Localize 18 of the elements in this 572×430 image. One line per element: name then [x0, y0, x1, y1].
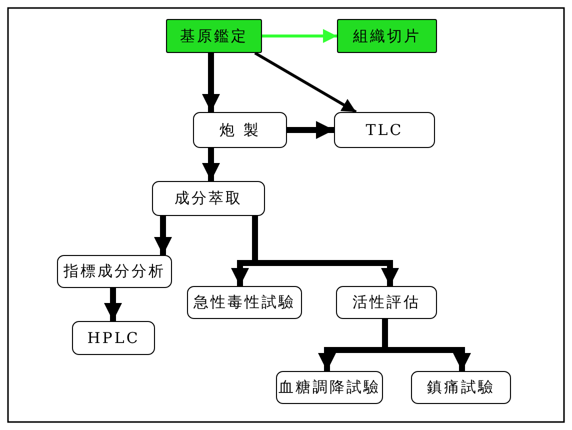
- process-box: HPLC: [72, 321, 155, 355]
- process-box: 成分萃取: [152, 181, 265, 216]
- arrow: [104, 288, 122, 321]
- process-box: 指標成分分析: [57, 255, 172, 288]
- process-box: 鎮痛試驗: [411, 371, 511, 404]
- arrow: [287, 121, 334, 139]
- process-box: 血糖調降試驗: [276, 371, 383, 404]
- process-box: TLC: [334, 112, 435, 148]
- process-box: 急性毒性試驗: [187, 286, 302, 319]
- process-box: 炮 製: [193, 112, 287, 148]
- arrow: [154, 216, 172, 255]
- arrow: [202, 53, 220, 112]
- process-box: 活性評估: [336, 286, 437, 319]
- process-box: 基原鑑定: [166, 19, 262, 53]
- arrow: [202, 148, 220, 181]
- arrow: [254, 52, 357, 114]
- process-box: 組織切片: [337, 19, 437, 53]
- arrow: [262, 29, 337, 43]
